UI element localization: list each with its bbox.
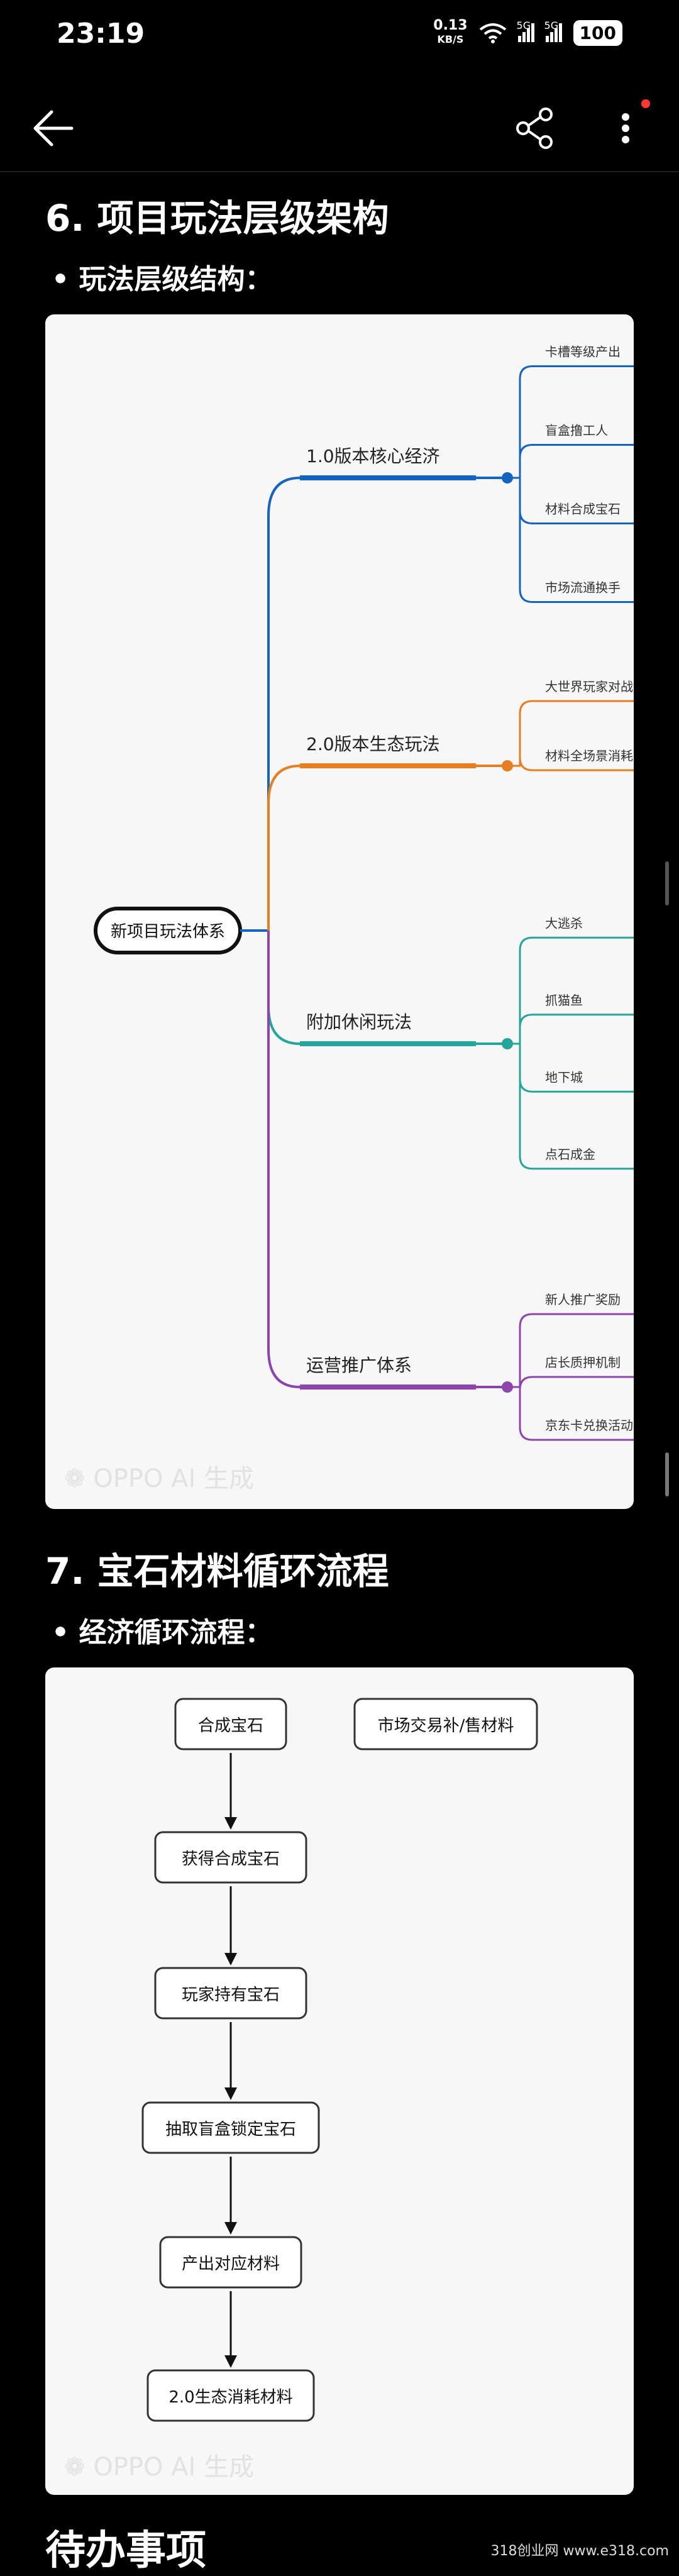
mindmap-branch-label: 运营推广体系 bbox=[306, 1355, 412, 1376]
mindmap-leaf-connector bbox=[507, 1313, 533, 1388]
mindmap-leaf-label: 大逃杀 bbox=[545, 915, 583, 931]
mindmap-leaf-label: 材料全场景消耗 bbox=[545, 748, 633, 763]
more-button[interactable] bbox=[607, 103, 644, 153]
mindmap-branch-label: 附加休闲玩法 bbox=[306, 1012, 412, 1032]
mindmap-leaf-connector bbox=[507, 365, 533, 479]
status-bar: 23:19 0.13 KB/S 5G 5G 100 bbox=[0, 0, 679, 75]
flow-step-box bbox=[146, 2369, 315, 2422]
section-7-subtitle: • 经济循环流程： bbox=[52, 1617, 273, 1649]
flow-step-label: 产出对应材料 bbox=[182, 2255, 280, 2274]
notification-dot bbox=[641, 99, 650, 108]
signal-2-icon: 5G bbox=[544, 19, 562, 42]
flow-step-label: 玩家持有宝石 bbox=[182, 1986, 280, 2004]
mindmap-branch-connector bbox=[267, 765, 301, 931]
flow-watermark: ❁ OPPO AI 生成 bbox=[64, 2453, 254, 2482]
flow-step-label: 2.0生态消耗材料 bbox=[168, 2388, 292, 2407]
mindmap-leaf-label: 新人推广奖励 bbox=[545, 1292, 621, 1307]
status-icons: 0.13 KB/S 5G 5G 100 bbox=[433, 19, 622, 47]
mindmap-branch-label: 1.0版本核心经济 bbox=[306, 446, 440, 467]
flow-step-box bbox=[174, 1698, 287, 1750]
mindmap-leaf-connector bbox=[507, 757, 533, 771]
mindmap-leaf-label: 大世界玩家对战 bbox=[545, 679, 633, 694]
flow-step-label: 合成宝石 bbox=[198, 1716, 263, 1735]
share-button[interactable] bbox=[509, 103, 560, 153]
mindmap-leaf-connector bbox=[507, 444, 533, 479]
arrow-left-icon bbox=[33, 110, 74, 146]
flow-step-label: 抽取盲盒锁定宝石 bbox=[165, 2120, 296, 2139]
mindmap-leaf-label: 市场流通换手 bbox=[545, 580, 621, 595]
scrollbar-thumb-2[interactable] bbox=[665, 1452, 669, 1496]
signal-2-label: 5G bbox=[544, 19, 559, 31]
flow-step-box bbox=[159, 2236, 302, 2289]
mindmap-branch-connector bbox=[267, 931, 301, 1045]
share-icon bbox=[516, 108, 553, 149]
section-6-title: 6. 项目玩法层级架构 bbox=[45, 197, 389, 240]
signal-1-icon: 5G bbox=[517, 19, 534, 42]
mindmap-leaf-connector bbox=[507, 477, 533, 603]
scrollbar-thumb[interactable] bbox=[665, 861, 669, 905]
mindmap-card: 新项目玩法体系 1.0版本核心经济 卡槽等级产出盲盒撸工人材料合成宝石市场流通换手 2… bbox=[45, 314, 634, 1509]
battery-icon: 100 bbox=[573, 19, 622, 46]
flow-card: 合成宝石获得合成宝石玩家持有宝石抽取盲盒锁定宝石产出对应材料 2.0生态消耗材料 市… bbox=[45, 1667, 634, 2495]
mindmap-root-label: 新项目玩法体系 bbox=[111, 922, 225, 941]
mindmap-leaf-label: 店长质押机制 bbox=[545, 1355, 621, 1370]
flow-arrow-head bbox=[224, 2087, 237, 2100]
mindmap-leaf-label: 京东卡兑换活动 bbox=[545, 1418, 633, 1433]
signal-1-label: 5G bbox=[516, 19, 531, 31]
section-7-title: 7. 宝石材料循环流程 bbox=[45, 1550, 389, 1593]
site-watermark: 318创业网 www.e318.com bbox=[485, 2538, 674, 2561]
flow-step-box bbox=[154, 1967, 307, 2020]
flow-arrow-head bbox=[224, 2355, 237, 2368]
flow-arrow-head bbox=[224, 1953, 237, 1965]
back-button[interactable] bbox=[28, 103, 78, 153]
wifi-icon bbox=[479, 23, 506, 43]
status-time: 23:19 bbox=[57, 18, 145, 50]
flow-arrow-head bbox=[224, 1817, 237, 1830]
toolbar-divider bbox=[0, 171, 679, 172]
net-speed-value: 0.13 bbox=[433, 18, 468, 33]
mindmap-leaf-connector bbox=[507, 700, 533, 767]
net-speed-unit: KB/S bbox=[437, 33, 464, 45]
mindmap-watermark: ❁ OPPO AI 生成 bbox=[64, 1464, 254, 1493]
mindmap-leaf-label: 材料合成宝石 bbox=[545, 502, 621, 517]
todo-title: 待办事项 bbox=[45, 2528, 206, 2574]
mindmap-leaf-connector bbox=[507, 1386, 533, 1441]
mindmap-leaf-label: 点石成金 bbox=[545, 1147, 595, 1162]
flow-step-box bbox=[141, 2101, 320, 2154]
mindmap-leaf-connector bbox=[507, 936, 533, 1045]
top-toolbar bbox=[0, 88, 679, 170]
mindmap-branch-connector bbox=[267, 931, 301, 1388]
mindmap-leaf-label: 抓猫鱼 bbox=[545, 993, 583, 1008]
mindmap-leaf-connector bbox=[507, 1042, 533, 1170]
flow-side-label: 市场交易补/售材料 bbox=[378, 1716, 514, 1735]
mindmap-branch-connector bbox=[267, 477, 301, 931]
flow-step-box bbox=[154, 1831, 307, 1884]
mindmap-leaf-label: 盲盒撸工人 bbox=[545, 423, 608, 438]
section-6-subtitle: • 玩法层级结构： bbox=[52, 263, 273, 296]
mindmap-leaf-connector bbox=[507, 1014, 533, 1045]
flow-arrow-head bbox=[224, 2222, 237, 2235]
mindmap-leaf-label: 地下城 bbox=[545, 1070, 583, 1085]
more-vertical-icon bbox=[622, 113, 629, 143]
flow-side-box bbox=[353, 1698, 538, 1750]
mindmap-branch-label: 2.0版本生态玩法 bbox=[306, 734, 440, 755]
network-speed: 0.13 KB/S bbox=[433, 19, 467, 47]
mindmap-leaf-label: 卡槽等级产出 bbox=[545, 345, 621, 360]
flow-step-label: 获得合成宝石 bbox=[182, 1850, 280, 1869]
